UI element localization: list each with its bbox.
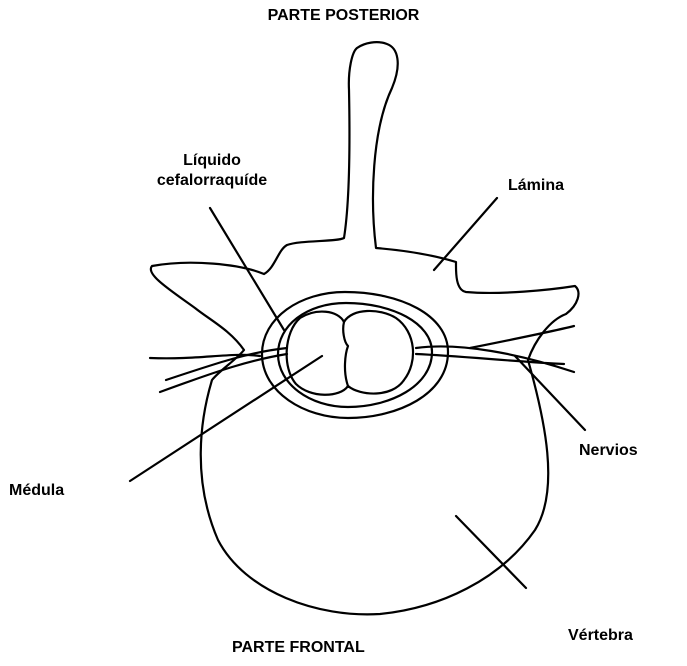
leader-line-medula	[130, 356, 322, 481]
vertebra-outline	[151, 42, 579, 614]
cord-median-fissure	[343, 322, 348, 386]
csf-label-line1: Líquido	[124, 151, 300, 171]
frontal-label: PARTE FRONTAL	[232, 638, 365, 658]
nerve-right-upper	[470, 326, 574, 348]
nerve-right	[416, 346, 574, 372]
csf-label: Líquido cefalorraquíde	[124, 151, 300, 191]
vertebra-label: Vértebra	[568, 626, 633, 646]
nervios-label: Nervios	[579, 441, 638, 461]
leader-line-csf	[210, 208, 284, 330]
lamina-label: Lámina	[508, 176, 564, 196]
csf-label-line2: cefalorraquíde	[124, 171, 300, 191]
medula-label: Médula	[9, 481, 64, 501]
leader-line-lamina	[434, 198, 497, 270]
spinal-cord	[287, 311, 413, 395]
leader-line-nervios	[515, 356, 585, 430]
posterior-label: PARTE POSTERIOR	[0, 6, 687, 26]
